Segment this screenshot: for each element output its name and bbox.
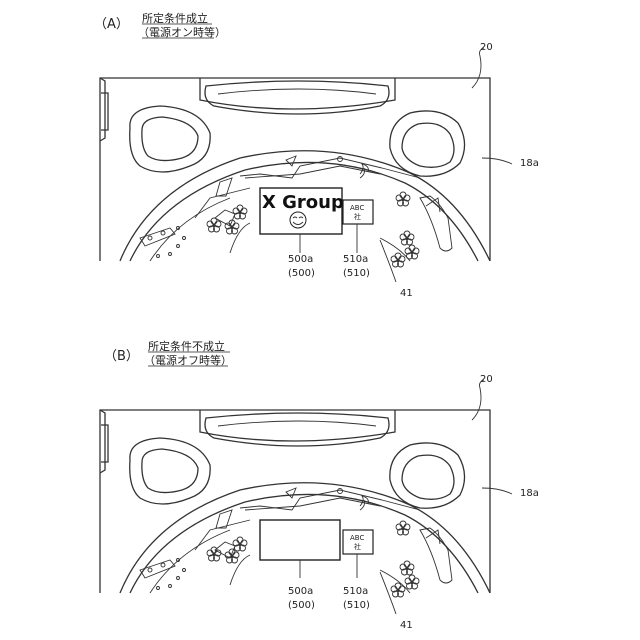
- panel-a-ref-18a: 18a: [520, 158, 539, 169]
- panel-b-machine: ABC 社: [100, 410, 490, 597]
- panel-a-condition-title: 所定条件成立: [142, 11, 208, 25]
- panel-b-ref-500: (500): [288, 600, 315, 611]
- panel-b-ref-41: 41: [400, 620, 413, 631]
- panel-b-sub-badge-line1: ABC: [350, 534, 364, 542]
- panel-b: （B） 所定条件不成立 （電源オフ時等） ABC 社 20 18a: [100, 339, 539, 631]
- panel-a-ref-500: (500): [288, 268, 315, 279]
- panel-b-ref-510: (510): [343, 600, 370, 611]
- panel-b-condition-title: 所定条件不成立: [148, 339, 225, 353]
- panel-b-ref-500a: 500a: [288, 586, 313, 597]
- panel-a-ref-510: (510): [343, 268, 370, 279]
- panel-a: （A） 所定条件成立 （電源オン時等） X Group: [94, 11, 539, 299]
- panel-a-sub-badge-line1: ABC: [350, 204, 364, 212]
- panel-b-ref-510a: 510a: [343, 586, 368, 597]
- panel-b-section-label: （B）: [104, 349, 139, 364]
- panel-a-ref-500a: 500a: [288, 254, 313, 265]
- panel-a-sub-badge-line2: 社: [354, 212, 361, 221]
- panel-a-ref-20: 20: [480, 42, 493, 53]
- panel-b-ref-18a: 18a: [520, 488, 539, 499]
- panel-b-ref-20: 20: [480, 374, 493, 385]
- panel-b-main-screen: [260, 520, 340, 560]
- panel-b-sub-badge-line2: 社: [354, 542, 361, 551]
- panel-a-machine: X Group ABC 社: [100, 78, 490, 267]
- panel-a-section-label: （A）: [94, 17, 129, 32]
- panel-a-ref-41: 41: [400, 288, 413, 299]
- panel-a-ref-510a: 510a: [343, 254, 368, 265]
- panel-a-screen-text: X Group: [262, 192, 344, 213]
- panel-a-condition-note: （電源オン時等）: [138, 25, 226, 39]
- panel-b-condition-note: （電源オフ時等）: [144, 353, 232, 367]
